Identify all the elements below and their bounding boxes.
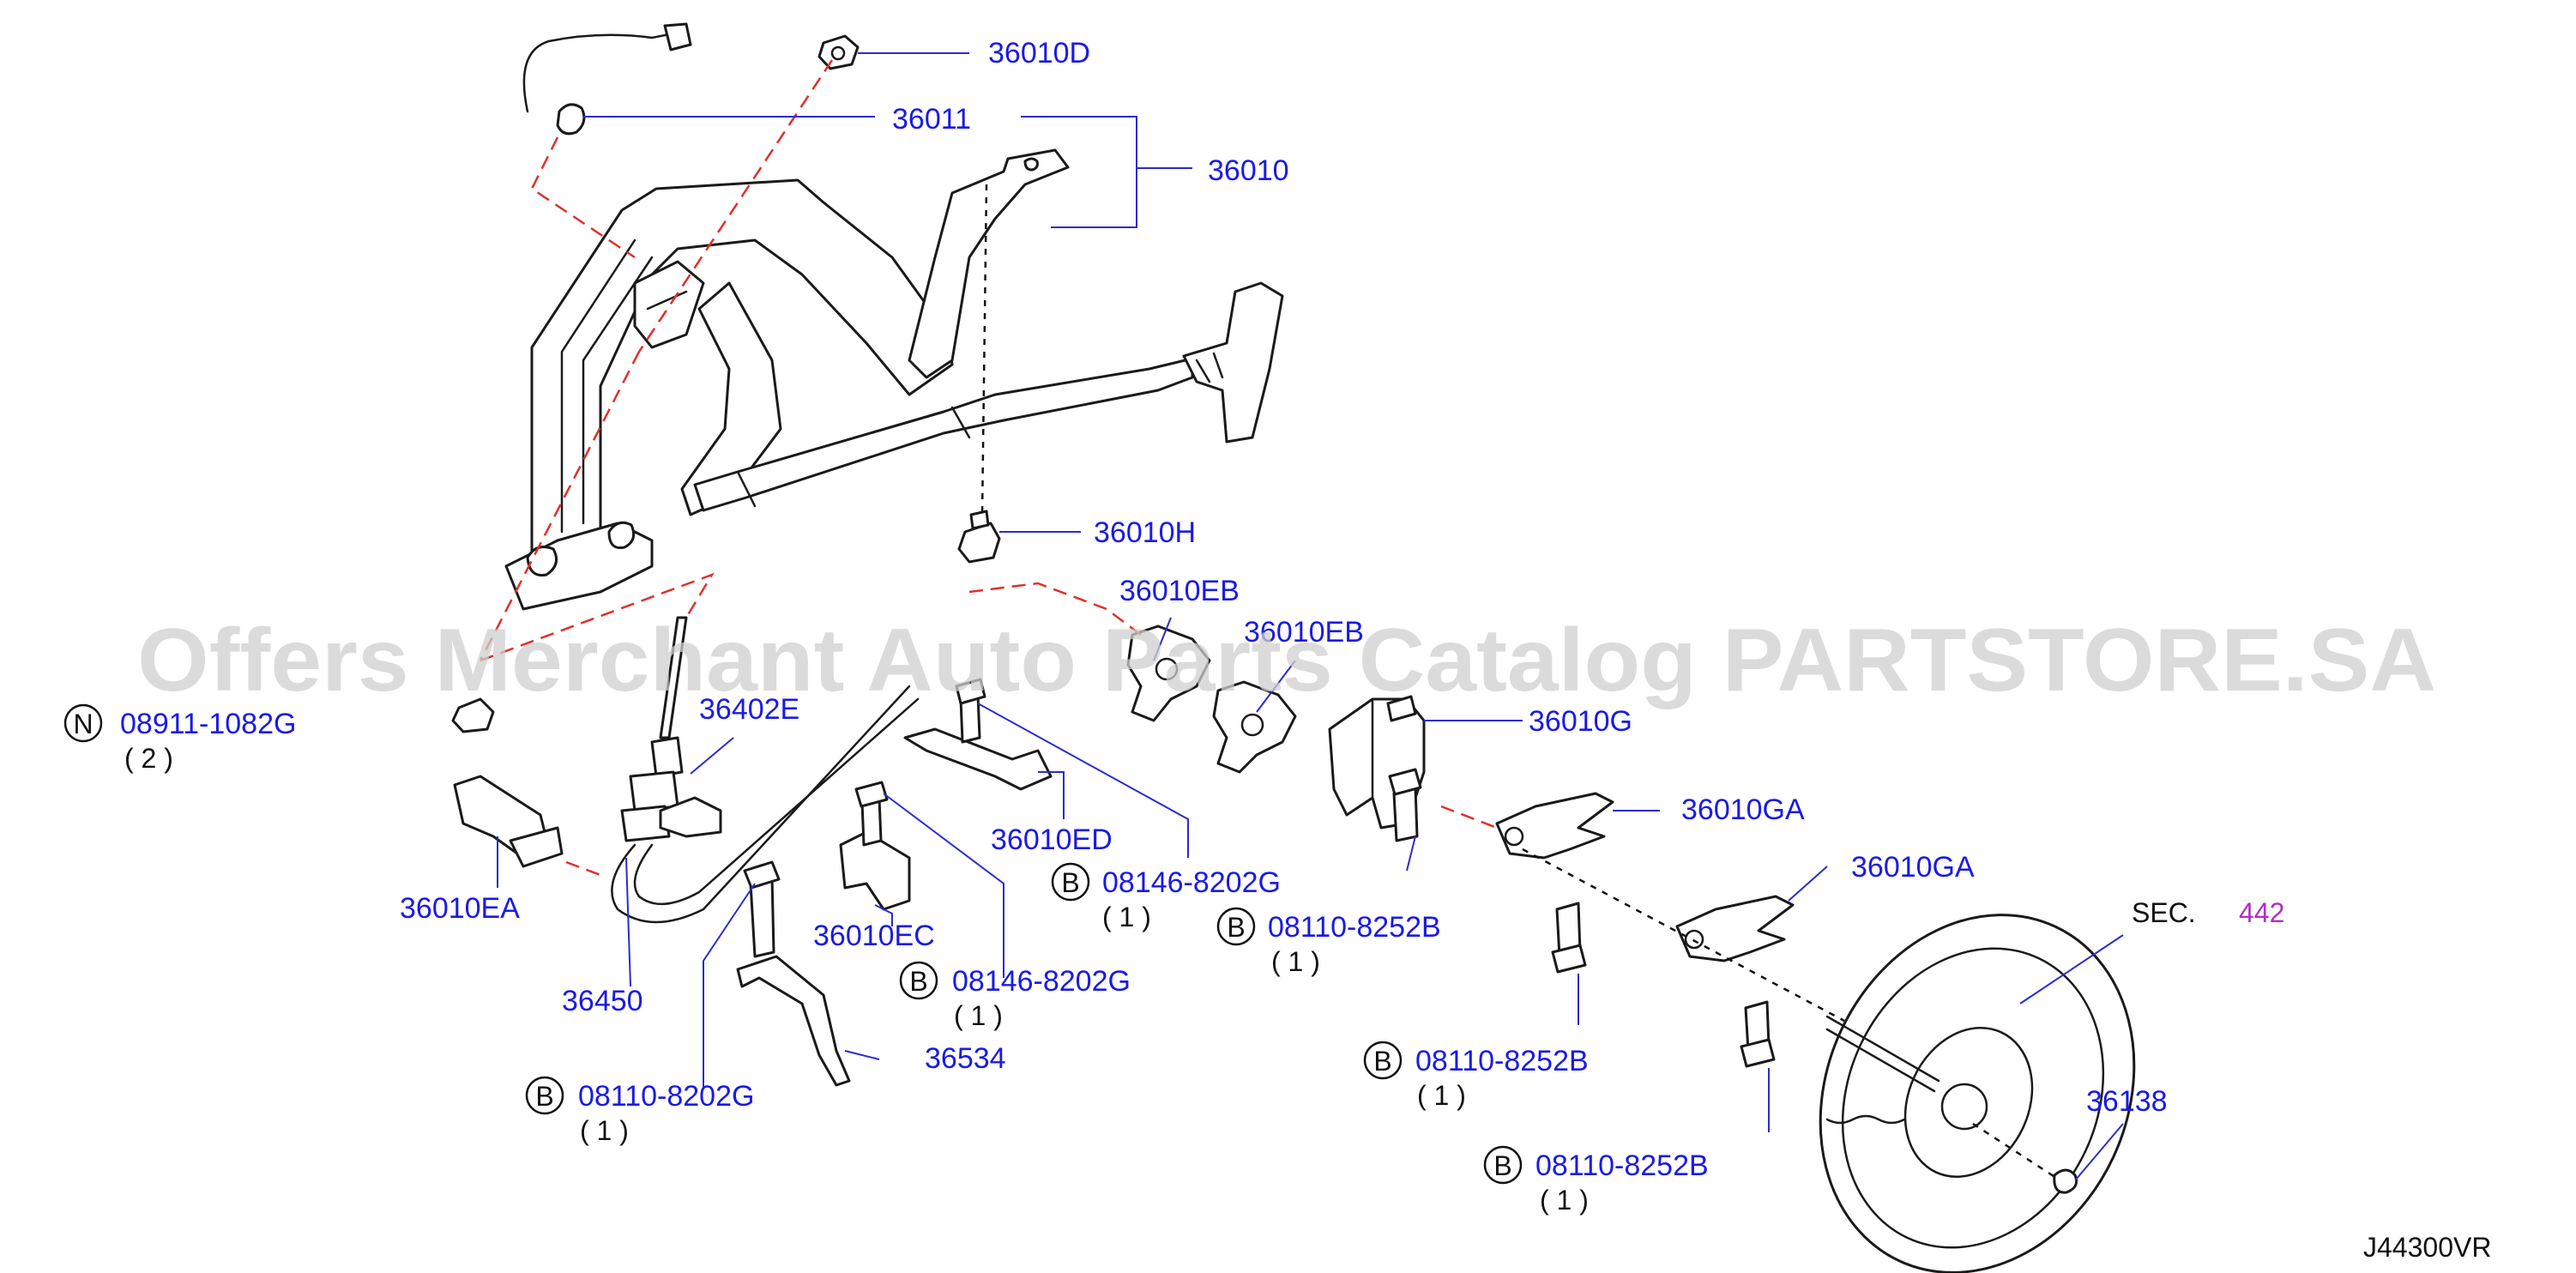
callout-36138[interactable]: 36138 <box>2086 1085 2168 1118</box>
callout-36011[interactable]: 36011 <box>892 103 971 136</box>
fastener-symbol: B <box>909 966 927 997</box>
fastener-quantity: ( 1 ) <box>1271 946 1320 977</box>
callout-36450[interactable]: 36450 <box>562 985 643 1017</box>
fastener-quantity: ( 1 ) <box>1540 1185 1589 1216</box>
section-reference[interactable]: SEC. 442 <box>2132 897 2284 928</box>
leader-lines <box>497 52 2124 1180</box>
callout-36010eb-lower[interactable]: 36010EB <box>1244 616 1364 649</box>
cable-drawing <box>453 616 1053 1087</box>
fastener-part-number: 08146-8202G <box>1102 866 1281 899</box>
fastener-b-08110-8252b-1[interactable]: B 08110-8252B ( 1 ) <box>1216 907 1441 977</box>
watermark: Offers Merchant Auto Parts Catalog PARTS… <box>137 611 2436 710</box>
callout-36010[interactable]: 36010 <box>1208 154 1289 187</box>
fastener-quantity: ( 1 ) <box>580 1115 629 1146</box>
fastener-part-number: 08146-8202G <box>952 965 1131 998</box>
callout-36010ga-upper[interactable]: 36010GA <box>1681 793 1805 826</box>
fastener-part-number: 08110-8252B <box>1415 1045 1589 1077</box>
callout-36010ec[interactable]: 36010EC <box>813 920 935 952</box>
fastener-b-08110-8252b-2[interactable]: B 08110-8252B ( 1 ) <box>1363 1041 1589 1111</box>
fastener-b-08146-8202g-lower[interactable]: B 08146-8202G ( 1 ) <box>899 961 1131 1031</box>
fastener-symbol: B <box>1373 1046 1391 1077</box>
callout-36402e[interactable]: 36402E <box>699 693 799 726</box>
fastener-part-number: 08110-8252B <box>1535 1149 1709 1182</box>
assembly-links <box>479 59 2060 1181</box>
brake-booster-drawing <box>1819 914 2136 1273</box>
fastener-symbol: B <box>1061 867 1079 898</box>
callout-36010h[interactable]: 36010H <box>1094 516 1196 549</box>
callout-36010ed[interactable]: 36010ED <box>991 824 1113 856</box>
callout-36010d[interactable]: 36010D <box>988 37 1090 69</box>
callout-36534[interactable]: 36534 <box>925 1042 1006 1075</box>
diagram-code: J44300VR <box>2363 1232 2491 1263</box>
fastener-quantity: ( 1 ) <box>1417 1080 1466 1111</box>
fastener-quantity: ( 1 ) <box>954 1000 1003 1031</box>
fastener-symbol: B <box>1493 1150 1511 1181</box>
fastener-quantity: ( 2 ) <box>124 743 173 774</box>
fastener-symbol: B <box>535 1081 553 1112</box>
callout-36010g[interactable]: 36010G <box>1529 705 1632 738</box>
section-prefix: SEC. <box>2132 897 2196 928</box>
fastener-n-08911-1082g[interactable]: N 08911-1082G ( 2 ) <box>63 703 296 774</box>
callout-36010ga-lower[interactable]: 36010GA <box>1851 851 1975 884</box>
fastener-part-number: 08110-8252B <box>1268 911 1441 944</box>
pedal-assembly-drawing <box>451 22 1284 733</box>
fastener-b-08110-8202g[interactable]: B 08110-8202G ( 1 ) <box>525 1076 754 1146</box>
clip-bracket-drawing <box>1126 624 1795 1068</box>
fastener-part-number: 08110-8202G <box>578 1080 754 1113</box>
callout-36010eb-upper[interactable]: 36010EB <box>1119 575 1240 607</box>
fastener-symbol: B <box>1227 912 1245 943</box>
fastener-b-08146-8202g-upper[interactable]: B 08146-8202G ( 1 ) <box>1051 862 1281 932</box>
fastener-b-08110-8252b-3[interactable]: B 08110-8252B ( 1 ) <box>1483 1145 1709 1216</box>
fastener-symbol: N <box>73 709 93 739</box>
fastener-part-number: 08911-1082G <box>120 708 296 740</box>
callout-36010ea[interactable]: 36010EA <box>400 892 520 925</box>
fastener-quantity: ( 1 ) <box>1102 902 1151 932</box>
section-number[interactable]: 442 <box>2239 897 2284 928</box>
